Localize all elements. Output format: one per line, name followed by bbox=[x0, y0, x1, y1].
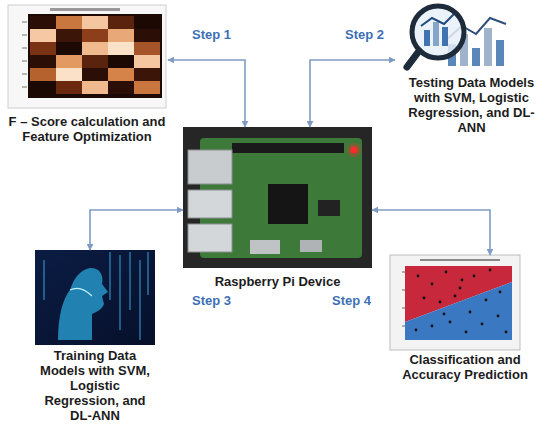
raspberry-pi-photo bbox=[183, 127, 372, 268]
magnifier-chart-icon bbox=[407, 6, 506, 67]
step-label: Step 1 bbox=[190, 27, 233, 42]
feature-step-box: F – Score calculation and Feature Optimi… bbox=[6, 4, 168, 144]
ai-training-image bbox=[35, 250, 155, 345]
step-connector bbox=[372, 210, 490, 255]
step-connector bbox=[310, 60, 395, 127]
device-box: Raspberry Pi Device bbox=[183, 127, 372, 289]
step-caption: Training Data Models with SVM, Logistic … bbox=[38, 348, 152, 423]
decision-boundary-plot bbox=[390, 255, 520, 350]
training-step-box: Training Data Models with SVM, Logistic … bbox=[20, 250, 170, 423]
step-caption: Testing Data Models with SVM, Logistic R… bbox=[401, 75, 542, 135]
classification-step-box: Classification and Accuracy Prediction bbox=[385, 255, 545, 382]
testing-step-box: Testing Data Models with SVM, Logistic R… bbox=[395, 2, 548, 135]
step-connector bbox=[90, 210, 183, 250]
step-caption: Raspberry Pi Device bbox=[183, 274, 372, 289]
step-caption: F – Score calculation and Feature Optimi… bbox=[8, 114, 166, 144]
step-label: Step 2 bbox=[343, 27, 386, 42]
step-label: Step 4 bbox=[330, 293, 373, 308]
step-connector bbox=[168, 60, 245, 127]
step-caption: Classification and Accuracy Prediction bbox=[399, 352, 531, 382]
heatmap-image bbox=[8, 5, 166, 108]
step-label: Step 3 bbox=[190, 293, 233, 308]
